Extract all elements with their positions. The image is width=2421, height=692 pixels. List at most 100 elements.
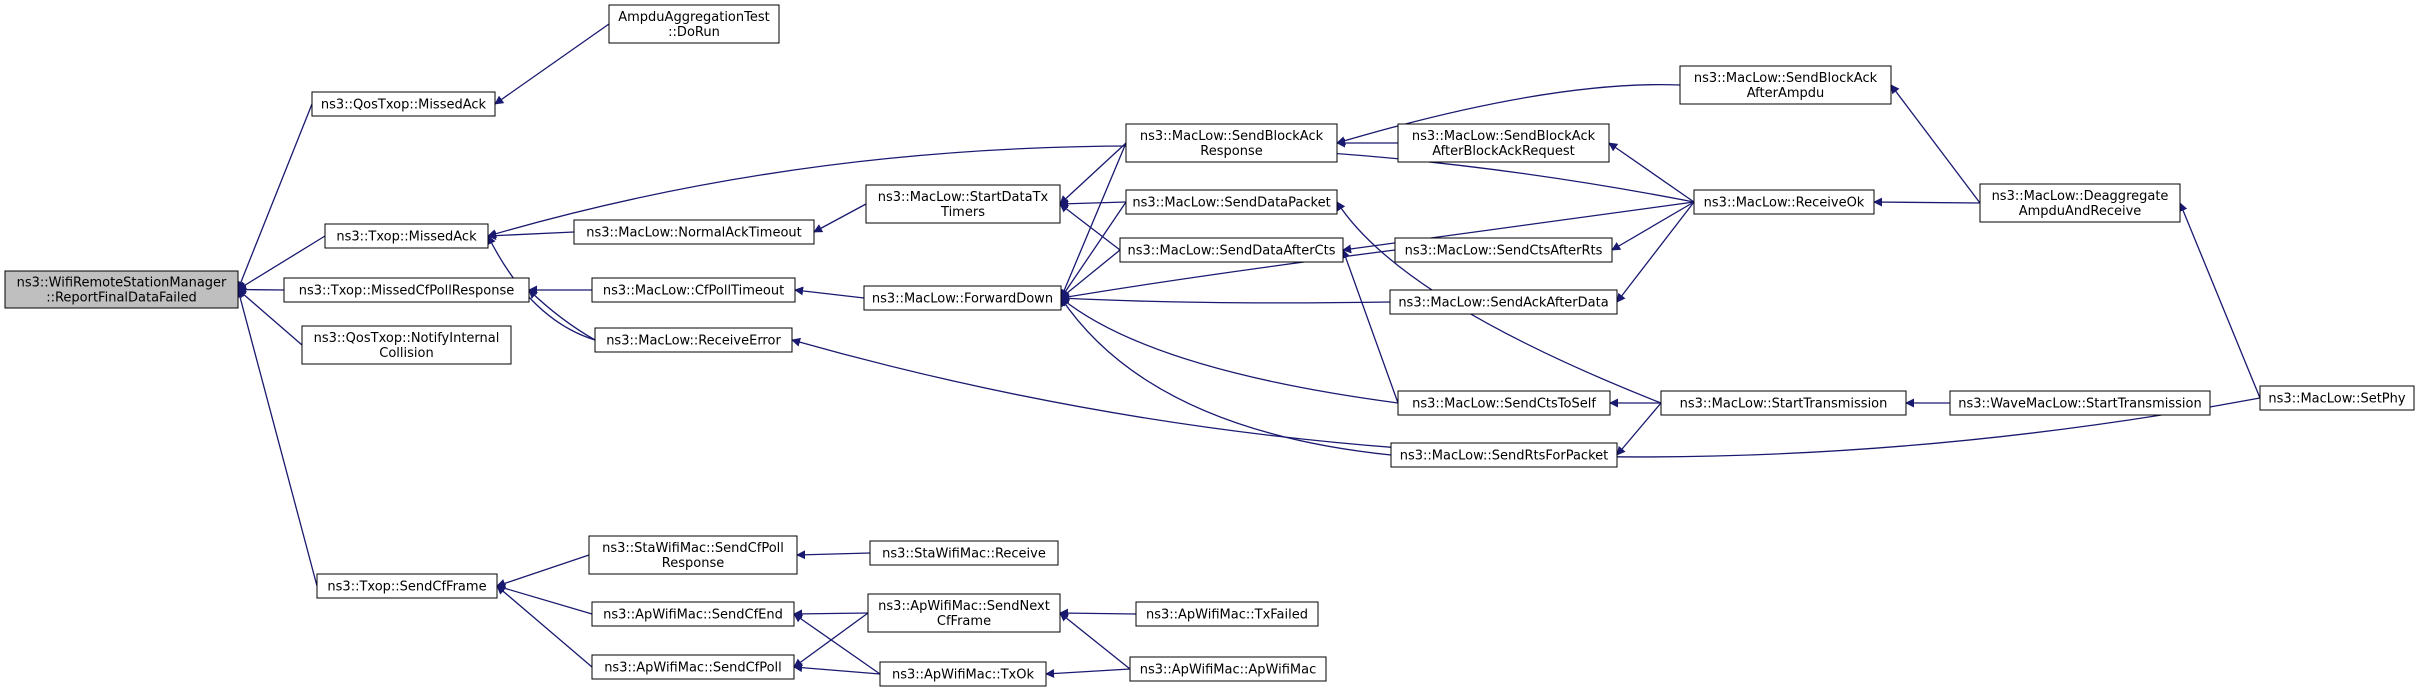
edge-staSendCfPoll-to-sendCfFrame [496,554,590,588]
node-waveStartTx[interactable]: ns3::WaveMacLow::StartTransmission [1949,390,2211,416]
node-sendDataAfterCts[interactable]: ns3::MacLow::SendDataAfterCts [1119,237,1344,263]
edge-receiveError-to-missedCfPoll [528,289,596,341]
node-box [867,593,1061,633]
node-label-line: Response [1200,144,1262,159]
edge-forwardDown-to-cfPollTimeout [794,286,865,299]
node-box [1394,237,1613,263]
edge-apWifiMac-to-apSendNext [1059,612,1131,670]
node-label-line: ns3::StaWifiMac::SendCfPoll [602,541,784,556]
node-receiveError[interactable]: ns3::MacLow::ReceiveError [594,327,793,353]
node-staReceive[interactable]: ns3::StaWifiMac::Receive [869,540,1059,566]
node-sendDataPacket[interactable]: ns3::MacLow::SendDataPacket [1125,189,1338,215]
edge-layer [235,23,2261,679]
edge-receiveOk-to-txopMissedAck [487,145,1695,239]
node-box [1679,65,1892,105]
node-box [588,535,798,575]
node-label-line: AfterAmpdu [1747,86,1825,101]
node-normalAckTimeout[interactable]: ns3::MacLow::NormalAckTimeout [573,219,815,245]
node-setPhy[interactable]: ns3::MacLow::SetPhy [2259,385,2415,411]
node-txopMissedAck[interactable]: ns3::Txop::MissedAck [324,223,489,249]
node-label-line: ns3::QosTxop::NotifyInternal [314,331,500,346]
node-label-line: ns3::MacLow::CfPollTimeout [603,284,784,299]
edge-startDataTx-to-normalAckTimeout [813,203,867,233]
edge-apTxOk-to-apSendCfPoll [793,663,881,675]
node-layer: ns3::WifiRemoteStationManager::ReportFin… [4,4,2415,687]
node-box [591,601,795,627]
edge-receiveOk-to-sendAckAfterData [1616,201,1695,303]
node-label-line: ns3::MacLow::SendRtsForPacket [1400,449,1609,464]
node-apSendCfPoll[interactable]: ns3::ApWifiMac::SendCfPoll [591,654,795,680]
node-label-line: Collision [379,346,433,361]
node-missedCfPoll[interactable]: ns3::Txop::MissedCfPollResponse [283,277,530,303]
node-box [591,654,795,680]
node-label-line: ns3::MacLow::SendDataAfterCts [1128,244,1336,259]
node-sendCtsAfterRts[interactable]: ns3::MacLow::SendCtsAfterRts [1394,237,1613,263]
node-label-line: ns3::MacLow::ReceiveOk [1704,196,1865,211]
node-apTxOk[interactable]: ns3::ApWifiMac::TxOk [879,661,1047,687]
edge-deaggregate-to-sendBlockAckAfterAmpdu [1890,84,1981,204]
node-box [1135,601,1319,627]
edge-apTxFailed-to-apSendNext [1059,608,1137,618]
node-box [608,4,780,44]
node-box [591,277,796,303]
node-ampduTest[interactable]: AmpduAggregationTest::DoRun [608,4,780,44]
node-apTxFailed[interactable]: ns3::ApWifiMac::TxFailed [1135,601,1319,627]
node-apWifiMac[interactable]: ns3::ApWifiMac::ApWifiMac [1129,656,1327,682]
node-label-line: ns3::MacLow::SendCtsToSelf [1412,397,1596,412]
edge-sendAckAfterData-to-forwardDown [1060,293,1391,304]
edge-apSendNext-to-apSendCfEnd [793,609,869,619]
node-sendBlockAckAfterReq[interactable]: ns3::MacLow::SendBlockAckAfterBlockAckRe… [1397,123,1610,163]
node-label-line: ns3::ApWifiMac::TxOk [892,668,1035,683]
node-label-line: ns3::Txop::SendCfFrame [327,580,486,595]
edge-apSendCfPoll-to-sendCfFrame [496,585,593,668]
node-label-line: ns3::WifiRemoteStationManager [17,276,227,291]
node-label-line: ns3::MacLow::SetPhy [2268,392,2405,407]
node-label-line: ns3::StaWifiMac::Receive [882,547,1046,562]
node-label-line: AmpduAndReceive [2019,204,2142,219]
node-forwardDown[interactable]: ns3::MacLow::ForwardDown [863,285,1062,311]
edge-txopMissedAck-to-root [237,235,326,291]
node-receiveOk[interactable]: ns3::MacLow::ReceiveOk [1693,189,1875,215]
node-label-line: AmpduAggregationTest [618,10,769,25]
node-qosMissedAck[interactable]: ns3::QosTxop::MissedAck [311,91,496,117]
edge-sendBlockAckResp-to-forwardDown [1059,142,1127,299]
edge-normalAckTimeout-to-txopMissedAck [487,231,575,241]
edge-receiveError-to-txopMissedAck [487,235,596,341]
node-sendCfFrame[interactable]: ns3::Txop::SendCfFrame [316,573,498,599]
node-box [1125,123,1338,163]
node-label-line: ns3::MacLow::SendAckAfterData [1398,296,1608,311]
node-label-line: ns3::MacLow::Deaggregate [1992,189,2169,204]
node-sendCtsToSelf[interactable]: ns3::MacLow::SendCtsToSelf [1397,390,1611,416]
node-label-line: ns3::QosTxop::MissedAck [321,98,487,113]
node-box [324,223,489,249]
node-sendRtsForPacket[interactable]: ns3::MacLow::SendRtsForPacket [1390,442,1618,468]
node-label-line: ns3::Txop::MissedAck [336,230,477,245]
node-label-line: ns3::MacLow::StartTransmission [1680,397,1888,412]
node-sendAckAfterData[interactable]: ns3::MacLow::SendAckAfterData [1389,289,1618,315]
edge-sendBlockAckResp-to-startDataTx [1059,142,1127,205]
edge-sendDataPacket-to-forwardDown [1060,201,1127,299]
edge-apWifiMac-to-apTxOk [1045,668,1131,679]
node-cfPollTimeout[interactable]: ns3::MacLow::CfPollTimeout [591,277,796,303]
node-box [1979,183,2181,223]
node-label-line: ns3::MacLow::ForwardDown [872,292,1053,307]
node-label-line: ns3::MacLow::SendDataPacket [1132,196,1330,211]
edge-setPhy-to-deaggregate [2178,202,2261,399]
node-label-line: ns3::MacLow::NormalAckTimeout [586,226,802,241]
node-label-line: ns3::MacLow::ReceiveError [606,334,781,349]
edge-sendCfFrame-to-root [235,288,318,587]
node-startTransmission[interactable]: ns3::MacLow::StartTransmission [1660,390,1907,416]
node-box [573,219,815,245]
node-box [869,540,1059,566]
node-apSendCfEnd[interactable]: ns3::ApWifiMac::SendCfEnd [591,601,795,627]
edge-sendBlockAckAfterAmpdu-to-sendBlockAckResp [1336,84,1681,146]
node-label-line: Timers [940,205,985,220]
